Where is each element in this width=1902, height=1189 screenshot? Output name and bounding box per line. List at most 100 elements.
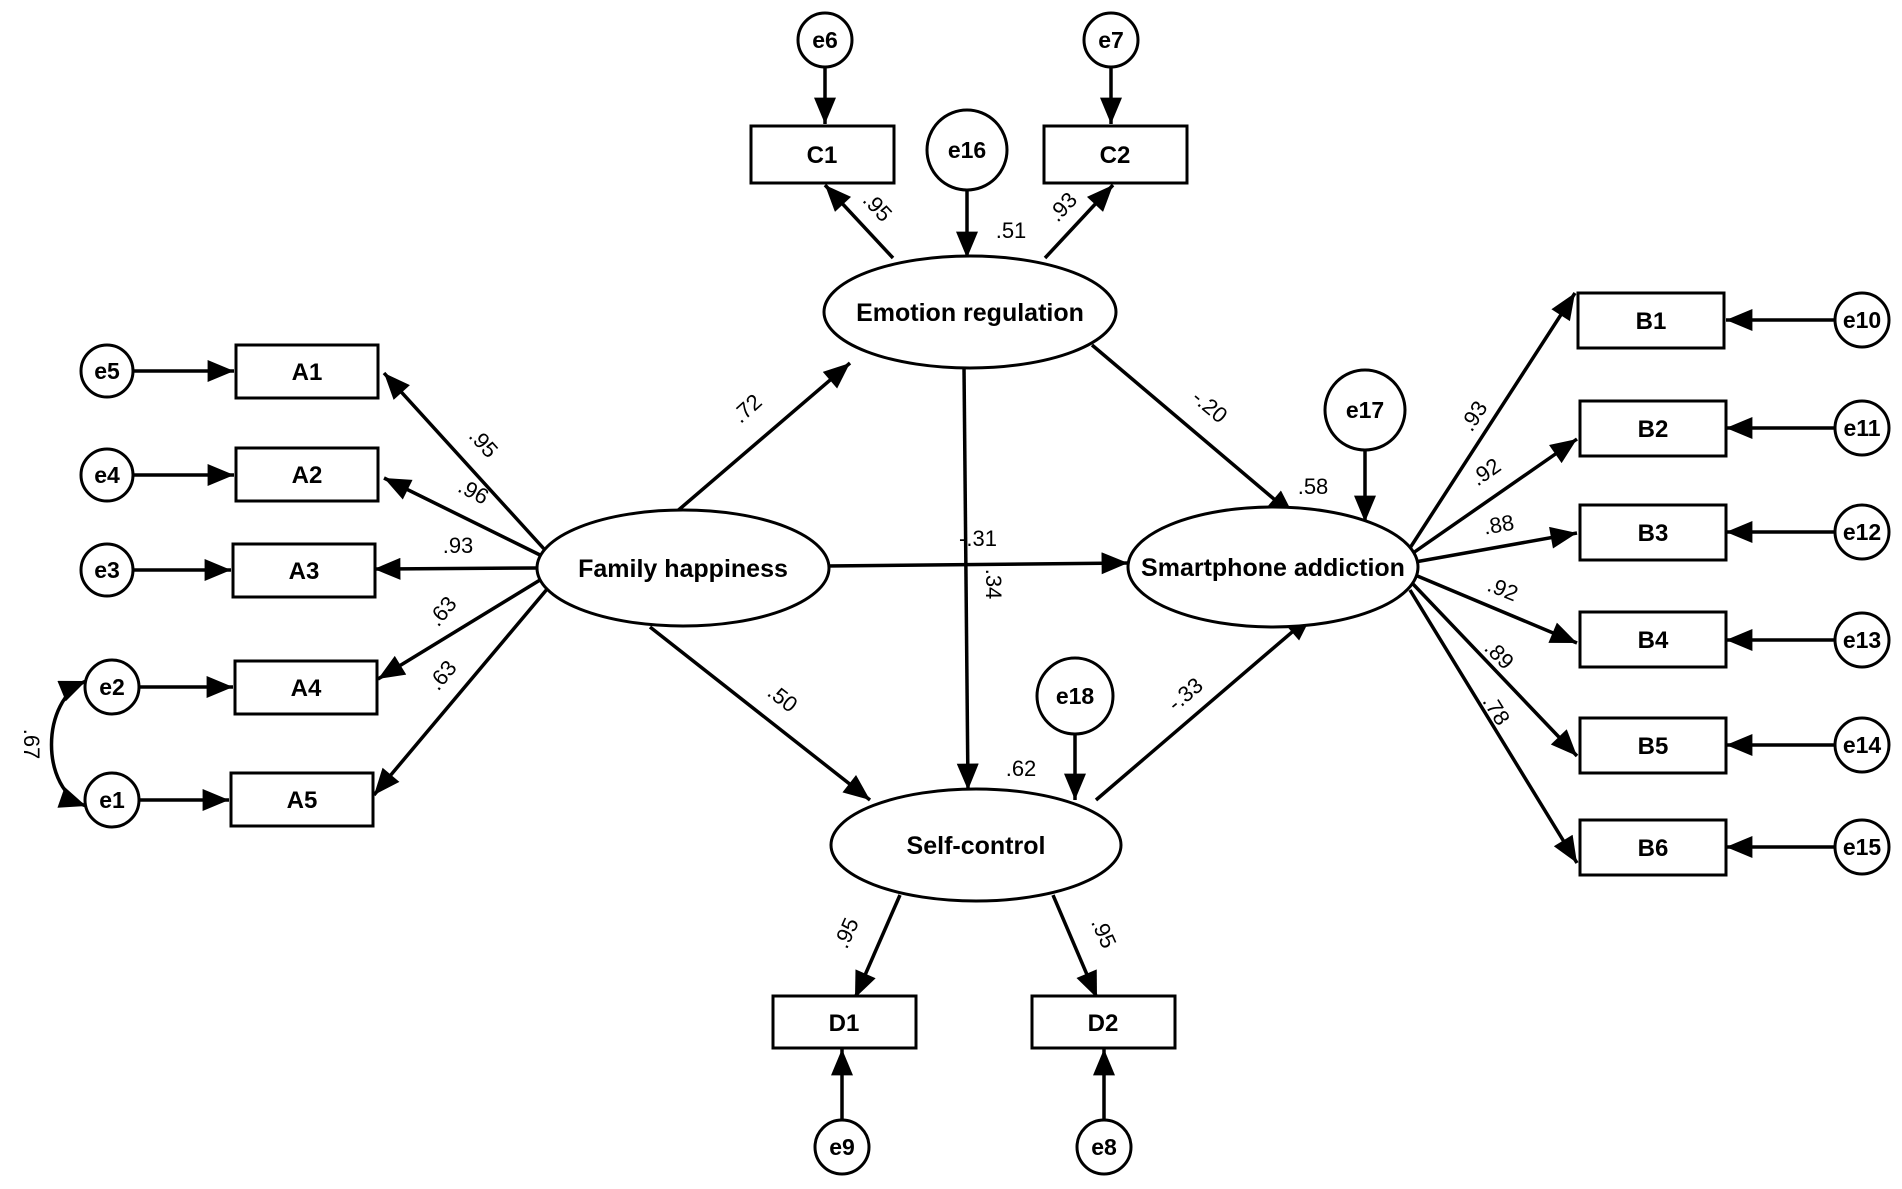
arrow-emotion-c1 (823, 183, 895, 260)
indicator-box-d1 (771, 994, 918, 1050)
arrow-family-a4 (377, 578, 541, 681)
indicator-box-a4 (233, 659, 379, 716)
arrow-phone-b6 (1408, 589, 1579, 864)
indicator-label-b3: B3 (1638, 520, 1669, 547)
error-circle-e10 (1833, 291, 1891, 349)
error-label-e9: e9 (829, 1134, 855, 1160)
indicator-label-a1: A1 (292, 359, 323, 386)
error-circle-e3 (79, 542, 135, 598)
error-label-e3: e3 (94, 557, 120, 583)
error-label-e4: e4 (94, 462, 120, 488)
r-squared-label-emotion: .51 (996, 218, 1027, 243)
error-circle-e7 (1082, 11, 1140, 69)
loading-label-b2: .92 (1466, 453, 1505, 491)
indicator-box-b3 (1578, 503, 1728, 562)
error-label-e12: e12 (1843, 519, 1881, 545)
error-label-e10: e10 (1843, 307, 1881, 333)
error-label-e15: e15 (1843, 834, 1882, 860)
error-label-e13: e13 (1843, 627, 1881, 653)
loading-label-a3: .93 (443, 533, 474, 558)
loading-label-a1: .95 (464, 423, 503, 462)
loading-label-b6: .78 (1478, 690, 1515, 729)
error-label-e18: e18 (1056, 683, 1095, 709)
path-family-emotion (673, 361, 852, 515)
loading-label-a2: .96 (454, 473, 493, 509)
loading-label-b4: .92 (1484, 572, 1522, 607)
arrow-phone-b4 (1414, 573, 1578, 645)
arrow-phone-b2 (1412, 437, 1578, 555)
error-circle-e16 (925, 108, 1009, 192)
arrow-family-a2 (383, 476, 541, 557)
covariance-e1-e2 (49, 679, 87, 808)
error-circle-e6 (796, 11, 854, 69)
indicator-box-b5 (1578, 716, 1728, 775)
indicator-box-a5 (229, 771, 375, 828)
error-label-e7: e7 (1098, 27, 1124, 53)
indicator-label-c1: C1 (807, 142, 838, 169)
error-label-e2: e2 (99, 674, 125, 700)
error-circle-e4 (79, 447, 135, 503)
error-circle-e18 (1035, 656, 1115, 736)
error-label-e5: e5 (94, 358, 120, 384)
indicator-box-a1 (234, 343, 380, 400)
indicator-label-a3: A3 (289, 558, 320, 585)
path-emotion-phone (1090, 343, 1296, 518)
indicator-box-b4 (1578, 610, 1728, 669)
indicator-label-b2: B2 (1638, 416, 1669, 443)
indicator-box-a3 (231, 542, 377, 599)
latent-label-self-control: Self-control (907, 832, 1046, 860)
arrow-emotion-c2 (1043, 183, 1115, 260)
error-circle-e5 (79, 343, 135, 399)
path-family-self (648, 625, 872, 802)
indicator-label-b5: B5 (1638, 733, 1669, 760)
error-label-e1: e1 (99, 787, 125, 813)
loading-label-d2: .95 (1086, 914, 1121, 952)
error-circle-e13 (1833, 611, 1891, 669)
latent-label-emotion-regulation: Emotion regulation (856, 299, 1084, 327)
latent-ellipse-self-control (829, 787, 1123, 903)
indicator-label-a4: A4 (291, 675, 322, 702)
error-label-e11: e11 (1843, 415, 1880, 441)
latent-label-family-happiness: Family happiness (578, 555, 788, 583)
covariance-label-e1-e2: .67 (19, 729, 44, 760)
loading-label-a5: .63 (423, 655, 462, 695)
error-label-e17: e17 (1346, 397, 1384, 423)
error-circle-e17 (1323, 368, 1407, 452)
arrow-family-a3 (373, 557, 538, 580)
indicator-box-b2 (1578, 399, 1728, 458)
latent-ellipse-smartphone-addiction (1126, 505, 1420, 629)
arrow-family-a5 (372, 586, 550, 797)
indicator-label-b6: B6 (1638, 835, 1669, 862)
latent-ellipse-family-happiness (535, 508, 831, 628)
path-label-emotion-phone: -.20 (1187, 384, 1232, 428)
loading-label-d1: .95 (829, 914, 864, 952)
error-circle-e11 (1833, 399, 1891, 457)
error-circle-e12 (1833, 503, 1891, 561)
indicator-box-b1 (1576, 291, 1726, 350)
error-circle-e8 (1075, 1118, 1133, 1176)
error-label-e8: e8 (1091, 1134, 1117, 1160)
loading-label-c2: .93 (1043, 187, 1082, 226)
indicator-label-c2: C2 (1100, 142, 1131, 169)
arrow-phone-b1 (1408, 292, 1577, 549)
loading-label-b3: .88 (1481, 510, 1515, 540)
arrow-self-d1 (853, 894, 902, 999)
error-circle-e14 (1833, 716, 1891, 774)
indicator-box-c1 (749, 124, 896, 185)
indicator-label-d1: D1 (829, 1010, 860, 1037)
error-circle-e2 (83, 658, 141, 716)
indicator-label-a2: A2 (292, 462, 323, 489)
error-label-e14: e14 (1843, 732, 1882, 758)
indicator-box-c2 (1042, 124, 1189, 185)
path-label-family-phone: -.31 (959, 526, 997, 551)
path-family-phone (825, 552, 1129, 575)
loading-label-a4: .63 (423, 591, 462, 631)
error-circle-e15 (1833, 818, 1891, 876)
path-label-family-emotion: .72 (727, 389, 766, 428)
path-label-emotion-self: .34 (981, 569, 1006, 600)
arrow-phone-b5 (1411, 582, 1579, 758)
error-label-e6: e6 (812, 27, 838, 53)
loading-label-b5: .89 (1480, 635, 1519, 674)
path-self-phone (1094, 613, 1314, 802)
